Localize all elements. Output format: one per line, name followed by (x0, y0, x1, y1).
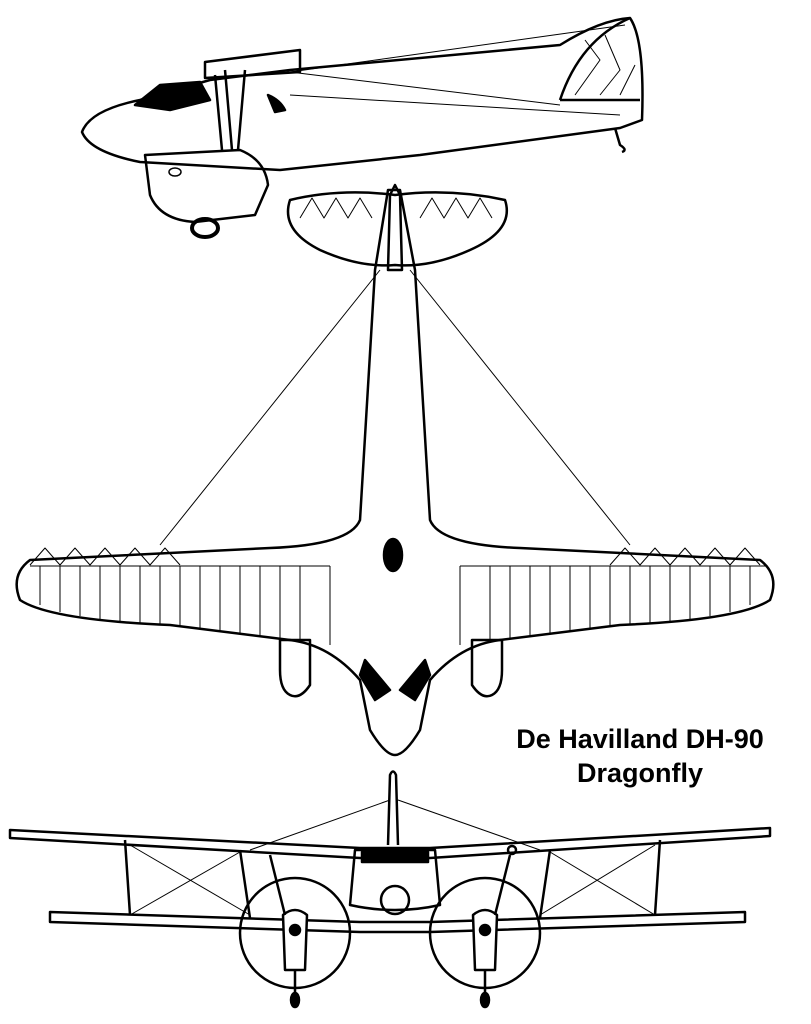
side-wheel (190, 217, 220, 239)
title-line-2: Dragonfly (576, 758, 703, 788)
side-propeller (266, 93, 287, 114)
side-upper-wing (203, 48, 302, 80)
front-windscreen (360, 850, 430, 864)
front-fin (386, 770, 400, 846)
front-lower-wing (48, 910, 747, 934)
front-view (8, 770, 772, 1009)
top-nacelle-right (470, 638, 504, 698)
front-fuselage (348, 848, 442, 912)
top-wing-ribs (30, 565, 765, 645)
front-wheel-left (289, 991, 301, 1009)
front-spinner-right (478, 923, 492, 937)
side-view (80, 16, 644, 239)
top-view (15, 183, 775, 757)
top-tailplane (286, 191, 508, 267)
side-tailwheel (613, 127, 626, 154)
front-pitot (506, 844, 518, 856)
title-line-1: De Havilland DH-90 (516, 724, 764, 754)
side-nacelle-vent (168, 167, 182, 177)
top-nose-windows (358, 658, 432, 702)
side-cockpit (133, 80, 212, 112)
front-undercarriage (268, 854, 512, 998)
top-fin (386, 183, 404, 272)
top-wing-leading-zigzag (29, 547, 761, 566)
front-upper-wing (8, 826, 772, 860)
front-engine-right (471, 908, 499, 972)
front-bracing-wires (129, 799, 656, 916)
side-fuselage (80, 16, 644, 172)
aircraft-title: De Havilland DH-90 Dragonfly (470, 722, 810, 790)
side-fin-ribs (574, 34, 636, 96)
side-struts (213, 69, 247, 151)
front-interplane-struts (123, 839, 662, 919)
front-engine-left (281, 908, 309, 972)
top-bracing-wires (159, 269, 631, 546)
top-fuselage (15, 188, 775, 757)
top-nacelle-left (278, 638, 312, 698)
front-wheel-right (479, 991, 491, 1009)
front-spinner-left (288, 923, 302, 937)
top-cockpit-hatch (382, 537, 404, 573)
top-tailplane-zigzag (299, 197, 493, 219)
side-bracing-wires (289, 24, 626, 116)
side-nacelle (143, 148, 270, 224)
side-tail-fin (558, 16, 640, 102)
front-nose (379, 884, 411, 916)
